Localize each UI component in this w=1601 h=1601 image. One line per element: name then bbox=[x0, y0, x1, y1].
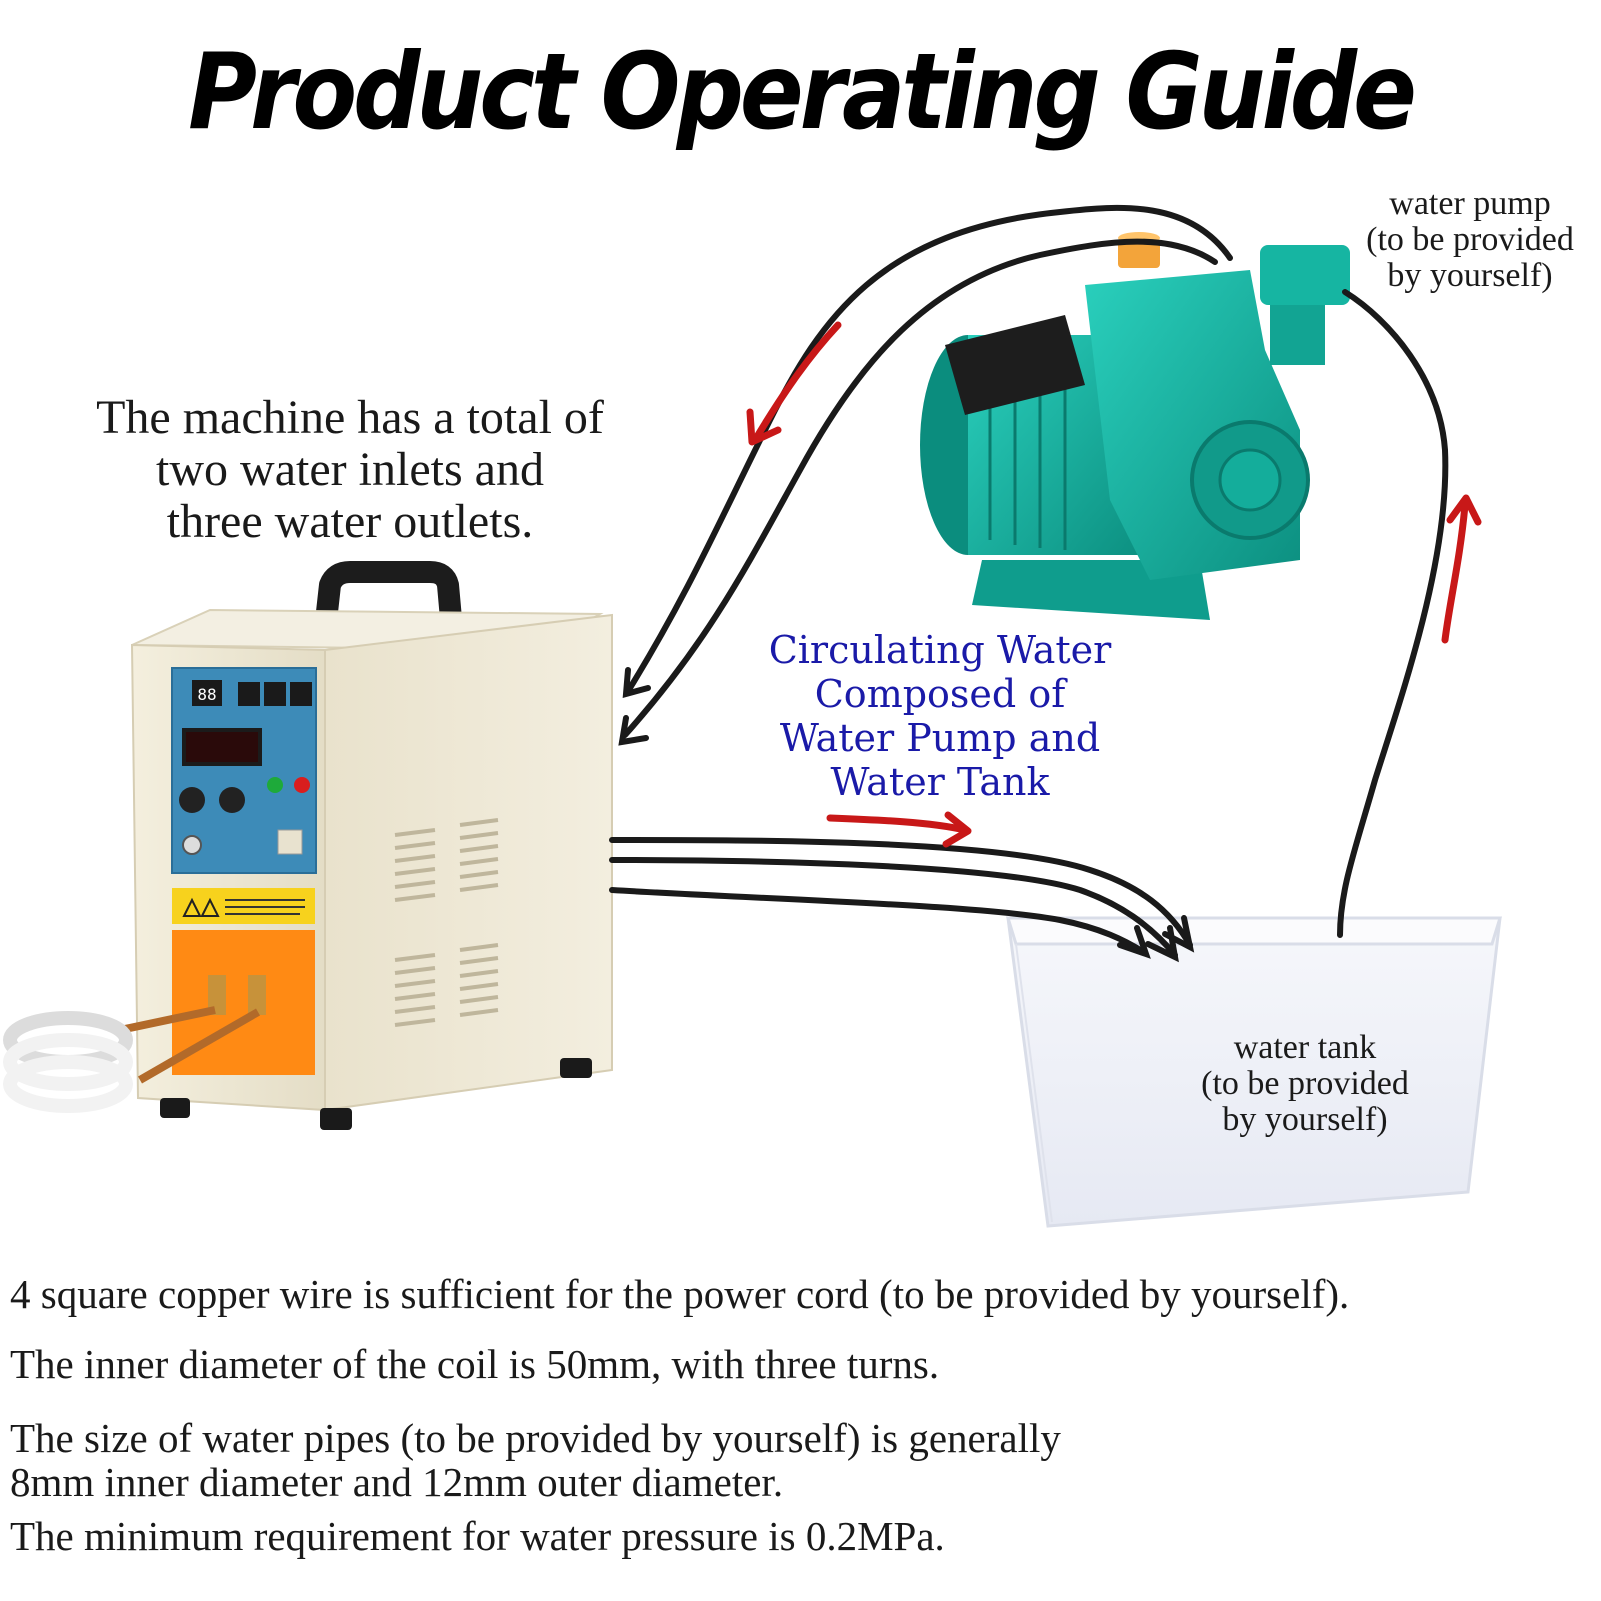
intro-text: The machine has a total of two water inl… bbox=[30, 392, 670, 548]
pump-label-line-1: water pump bbox=[1389, 185, 1551, 222]
tank-label-line-2: (to be provided bbox=[1201, 1065, 1409, 1102]
induction-heater-machine: 88 bbox=[3, 561, 613, 1130]
water-tank-label: water tank (to be provided by yourself) bbox=[1140, 1030, 1470, 1138]
circulating-line-2: Composed of bbox=[814, 672, 1066, 716]
warning-icon bbox=[172, 888, 315, 924]
water-pump-label: water pump (to be provided by yourself) bbox=[1335, 186, 1601, 294]
note-power-cord: 4 square copper wire is sufficient for t… bbox=[10, 1271, 1350, 1317]
flow-arrows bbox=[746, 321, 1482, 848]
intro-line-3: three water outlets. bbox=[166, 495, 534, 548]
note-water-pipes: The size of water pipes (to be provided … bbox=[10, 1416, 1061, 1504]
note-water-pressure: The minimum requirement for water pressu… bbox=[10, 1513, 945, 1559]
tank-label-line-1: water tank bbox=[1233, 1029, 1377, 1066]
note-water-pipes-line-2: 8mm inner diameter and 12mm outer diamet… bbox=[10, 1459, 784, 1505]
water-pump-illustration bbox=[920, 232, 1350, 620]
note-water-pipes-line-1: The size of water pipes (to be provided … bbox=[10, 1415, 1061, 1461]
water-hoses bbox=[609, 204, 1449, 958]
intro-line-1: The machine has a total of bbox=[96, 391, 604, 444]
tank-label-line-3: by yourself) bbox=[1222, 1101, 1388, 1138]
circulating-line-4: Water Tank bbox=[830, 760, 1050, 804]
circulating-line-3: Water Pump and bbox=[779, 716, 1101, 760]
induction-coil-icon bbox=[3, 1011, 133, 1113]
hose-arrowheads bbox=[618, 667, 1195, 963]
page-title: Product Operating Guide bbox=[188, 31, 1417, 154]
note-coil-diameter: The inner diameter of the coil is 50mm, … bbox=[10, 1341, 940, 1387]
circulating-water-label: Circulating Water Composed of Water Pump… bbox=[740, 628, 1140, 804]
intro-line-2: two water inlets and bbox=[156, 443, 544, 496]
machine-display-readout: 88 bbox=[197, 685, 216, 704]
water-tank-illustration bbox=[1005, 916, 1503, 1228]
pump-label-line-3: by yourself) bbox=[1387, 257, 1553, 294]
pump-label-line-2: (to be provided bbox=[1366, 221, 1574, 258]
knob-icon bbox=[179, 787, 245, 813]
carry-handle-icon bbox=[314, 561, 463, 632]
circulating-line-1: Circulating Water bbox=[768, 628, 1112, 672]
